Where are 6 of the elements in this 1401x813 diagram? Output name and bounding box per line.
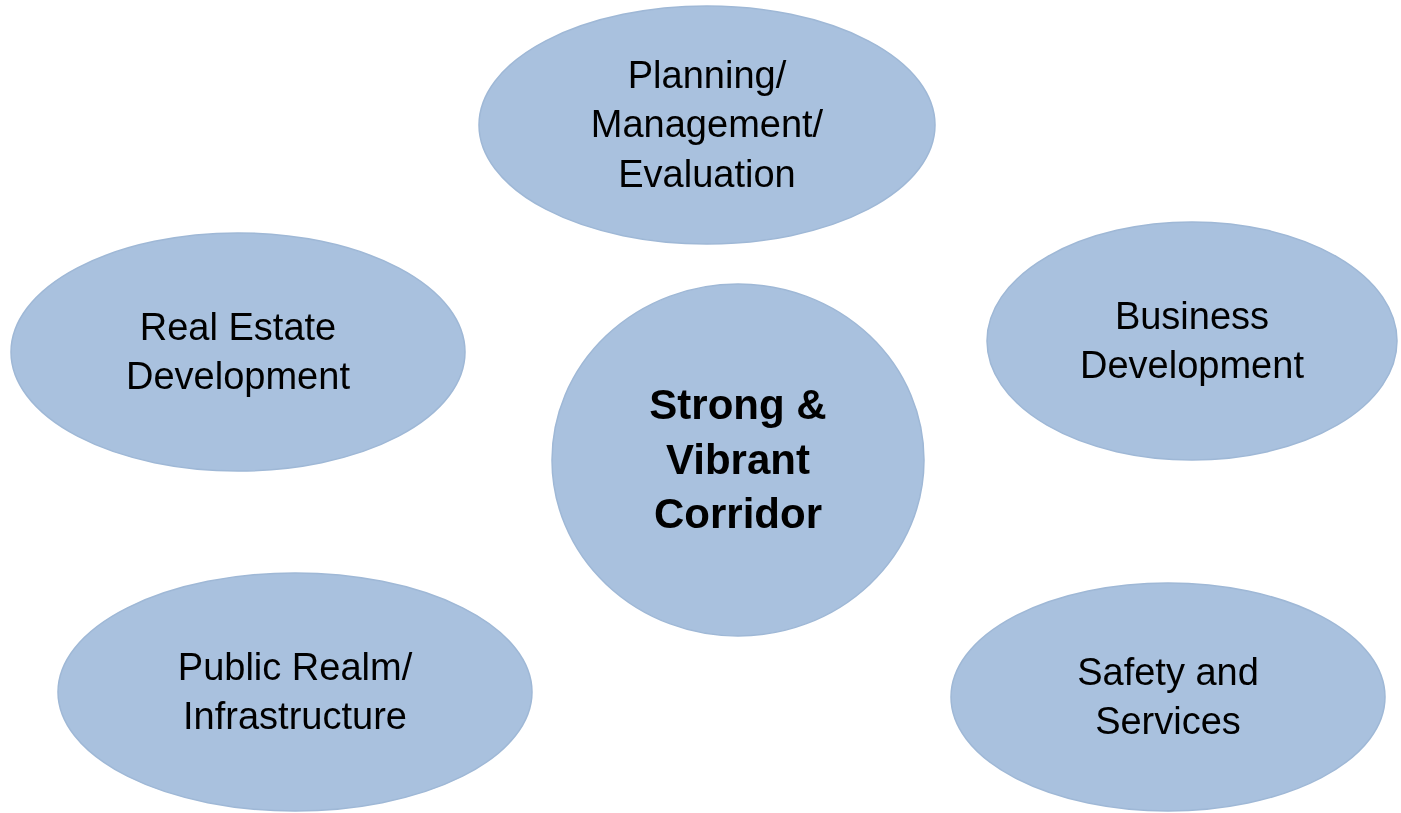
topic-label: Business Development xyxy=(1079,293,1305,388)
topic-label: Safety and Services xyxy=(1076,649,1260,744)
topic-label: Public Realm/ Infrastructure xyxy=(176,644,414,739)
hub-label: Strong & Vibrant Corridor xyxy=(648,380,828,540)
topic-label: Planning/ Management/ Evaluation xyxy=(589,52,825,197)
topic-label: Real Estate Development xyxy=(125,304,351,399)
